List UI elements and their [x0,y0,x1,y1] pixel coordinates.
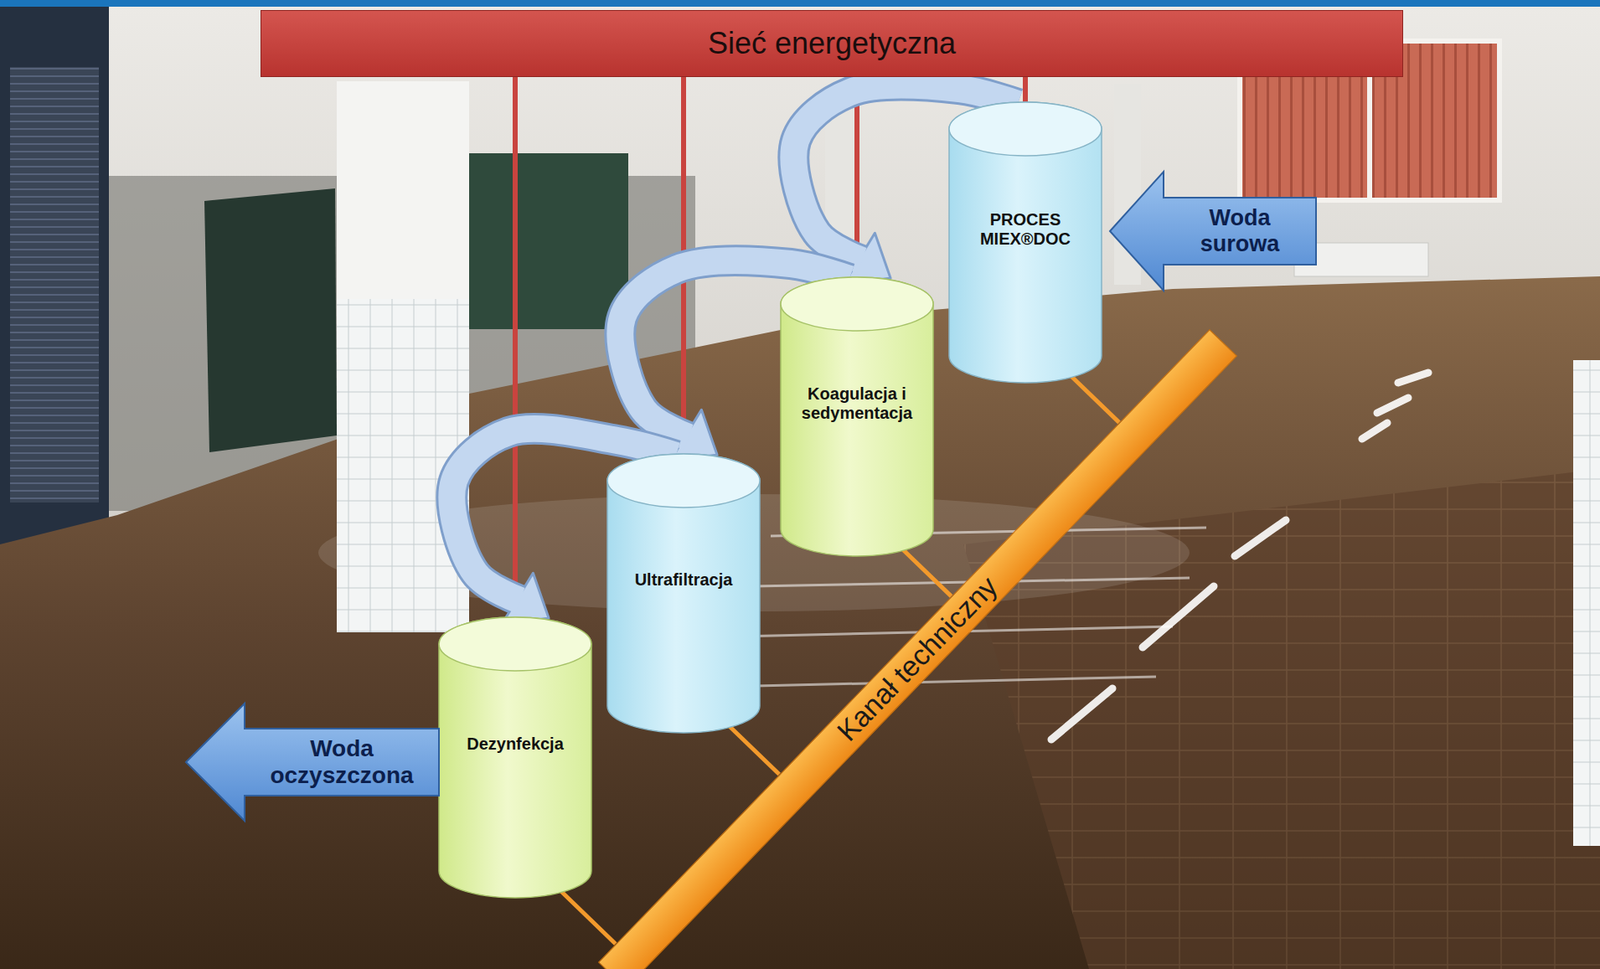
text-area: Ultrafiltracja [607,454,760,733]
cylinder-top [780,277,934,331]
power-line [1025,77,1027,103]
text-area: Dezynfekcja [438,617,592,899]
cylinder-top [607,454,760,508]
connector-line [1022,77,1028,103]
floor [0,276,1600,969]
text-area: Woda surowa [1163,197,1317,265]
process-cylinder: Dezynfekcja [438,617,592,899]
floor-mark [1142,586,1214,648]
floor-markings [1051,372,1429,740]
cylinder-shape [438,617,592,899]
cylinder-body [438,617,592,899]
process-cylinder: Ultrafiltracja [607,454,760,733]
text-area: PROCES MIEX®DOC [949,102,1102,383]
duct-line [1071,376,1120,423]
floor-mark [1398,372,1429,383]
process-cylinder: PROCES MIEX®DOC [949,102,1102,383]
process-cylinder: Koagulacja i sedymentacja [780,277,934,557]
pillar [336,81,470,300]
text-area: Koagulacja i sedymentacja [780,277,934,557]
node-label: Dezynfekcja [466,734,564,754]
power-line [515,77,517,618]
pillar-tiles [1573,360,1600,847]
cylinder-body [780,277,934,557]
power-grid-bar: Sieć energetyczna [260,10,1404,78]
left-window [0,0,109,553]
connector-line [1071,376,1120,423]
block-arrow-outline [185,703,439,821]
floor-mark [1234,520,1286,557]
outflow-arrow: Woda oczyszczona [185,703,439,821]
floor-mark [1362,423,1388,439]
table-back [469,153,629,330]
node-label: Sieć energetyczna [707,25,956,61]
cylinder-top [438,617,592,671]
duct-line [903,549,952,597]
duct-line [729,726,780,775]
cylinder-shape [607,454,760,733]
table-left [204,188,337,453]
connector-line [903,549,952,597]
node-label: Ultrafiltracja [634,570,733,590]
floor-mark [1051,688,1113,740]
node-label: PROCES MIEX®DOC [959,210,1092,249]
cylinder-top [949,102,1102,156]
duct-line [561,891,616,945]
left-blinds [10,67,99,503]
cylinder-body [949,102,1102,383]
node-label: Woda oczyszczona [258,735,426,790]
text-area: Sieć energetyczna [261,10,1403,77]
block-arrow-outline [1109,171,1317,291]
node-label: Woda surowa [1185,205,1295,258]
node-label: Koagulacja i sedymentacja [790,384,924,424]
cylinder-body [607,454,760,733]
inflow-arrow: Woda surowa [1109,171,1317,291]
connector-line [512,77,518,618]
top-strip [0,0,1600,7]
connector-line [561,891,616,945]
floor-mark [1377,397,1409,413]
text-area: Woda oczyszczona [244,728,439,796]
connector-line [729,726,780,775]
light-streak [720,676,1157,687]
node-label: Kanał techniczny [830,570,1005,749]
